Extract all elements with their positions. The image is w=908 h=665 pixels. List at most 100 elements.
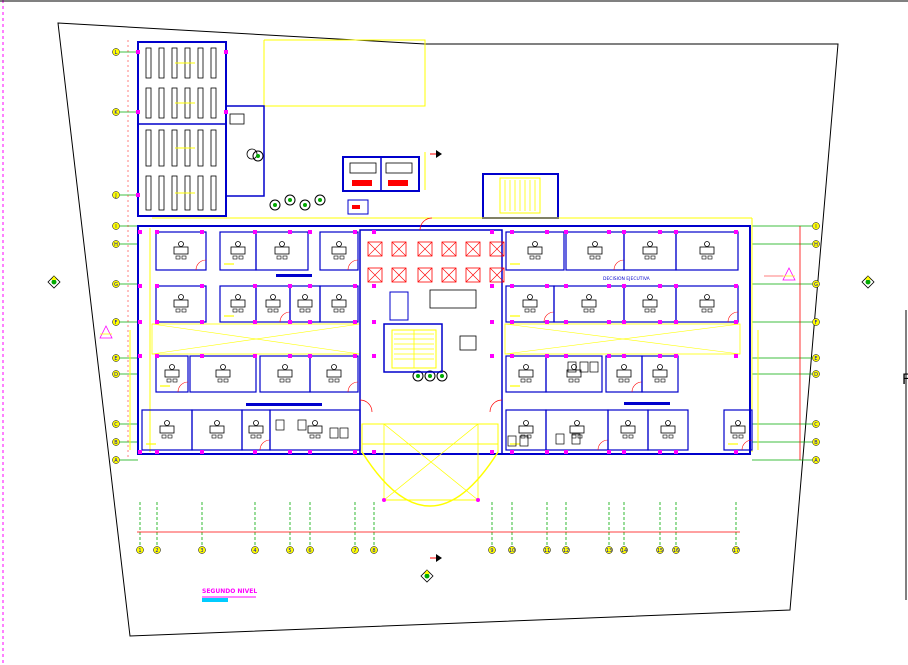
building-walls [129, 217, 759, 455]
row-axis-left-K: K [112, 108, 138, 116]
row-label: C [814, 422, 818, 428]
office-room [505, 285, 555, 323]
column-axis-14: 14 [620, 502, 628, 554]
row-label: E [114, 356, 117, 362]
office-room [259, 355, 311, 393]
central-stair [391, 329, 437, 369]
office-room [623, 285, 677, 323]
column-label: 1 [138, 548, 141, 554]
column-label: 17 [733, 548, 739, 554]
office-rooms [141, 217, 753, 451]
office-room [269, 409, 361, 451]
row-axis-left-H: H [112, 240, 138, 248]
row-label: K [114, 110, 118, 116]
row-label: B [814, 440, 818, 446]
drawing-scale-bar [202, 598, 228, 602]
row-axis-left-L: L [112, 48, 138, 56]
row-axis-left-D: D [112, 370, 138, 378]
level-marker-right [764, 267, 796, 281]
row-axis-left-E: E [112, 354, 138, 362]
office-room [565, 231, 625, 271]
drawing-title: SEGUNDO NIVEL [202, 588, 257, 595]
column-axis-3: 3 [198, 502, 206, 554]
column-axis-1: 1 [136, 502, 144, 554]
column-axis-17: 17 [732, 502, 740, 554]
office-room [623, 231, 677, 271]
row-axis-left-C: C [112, 420, 138, 428]
row-label: H [114, 242, 118, 248]
north-stair [482, 173, 559, 219]
row-label: G [814, 282, 818, 288]
row-label: D [814, 372, 818, 378]
column-label: 2 [155, 548, 158, 554]
row-label: E [814, 356, 817, 362]
north-marker-left [47, 275, 61, 289]
office-room [189, 355, 257, 393]
entrance-atrium [361, 423, 499, 507]
row-axis-left-I: I [112, 222, 138, 230]
column-axis-8: 8 [370, 502, 378, 554]
column-label: 13 [606, 548, 612, 554]
column-axis-10: 10 [508, 502, 516, 554]
column-axis-6: 6 [306, 502, 314, 554]
room-label: DECISION EJECUTIVA [603, 276, 651, 282]
office-room [505, 409, 547, 451]
column-label: 3 [200, 548, 203, 554]
row-label: I [115, 224, 116, 230]
row-axis-right-I: I [752, 222, 820, 230]
row-label: H [814, 242, 818, 248]
row-label: F [815, 320, 818, 326]
toilet-block [342, 156, 420, 215]
column-label: 4 [253, 548, 256, 554]
row-label: A [814, 458, 818, 464]
north-marker-bottom [420, 569, 434, 583]
row-axis-left-F: F [112, 318, 138, 326]
column-label: 8 [372, 548, 375, 554]
office-room [647, 409, 689, 451]
row-axis-right-A: A [752, 456, 820, 464]
column-label: 7 [353, 548, 356, 554]
office-room [219, 285, 257, 323]
row-axis-right-E: E [752, 354, 820, 362]
column-label: 11 [544, 548, 550, 554]
office-room [641, 355, 679, 393]
row-label: J [114, 193, 116, 199]
site-boundary [57, 22, 839, 637]
office-room [241, 409, 271, 451]
planters [252, 150, 448, 382]
row-label: G [114, 282, 118, 288]
row-label: D [114, 372, 118, 378]
column-axis-4: 4 [251, 502, 259, 554]
row-label: F [115, 320, 118, 326]
column-axis-5: 5 [286, 502, 294, 554]
terrace-outline [264, 39, 426, 107]
row-axis-right-D: D [752, 370, 820, 378]
office-room [255, 231, 309, 271]
office-room [155, 355, 189, 393]
office-room [255, 285, 291, 323]
column-label: 14 [621, 548, 627, 554]
office-room [289, 285, 321, 323]
column-axis-11: 11 [543, 502, 551, 554]
office-room [191, 409, 243, 451]
row-label: C [114, 422, 118, 428]
office-room [607, 409, 649, 451]
office-room [319, 285, 359, 323]
office-room [319, 231, 359, 271]
level-marker-left [99, 325, 113, 339]
office-room [155, 285, 207, 323]
row-label: I [815, 224, 816, 230]
row-label: L [115, 50, 118, 56]
office-room [219, 231, 257, 271]
column-axis-7: 7 [351, 502, 359, 554]
row-axis-right-B: B [752, 438, 820, 446]
row-label: B [114, 440, 118, 446]
column-label: 16 [673, 548, 679, 554]
office-room [309, 355, 359, 393]
row-axis-left-G: G [112, 280, 138, 288]
parking-block [137, 41, 265, 217]
office-room [675, 231, 739, 271]
